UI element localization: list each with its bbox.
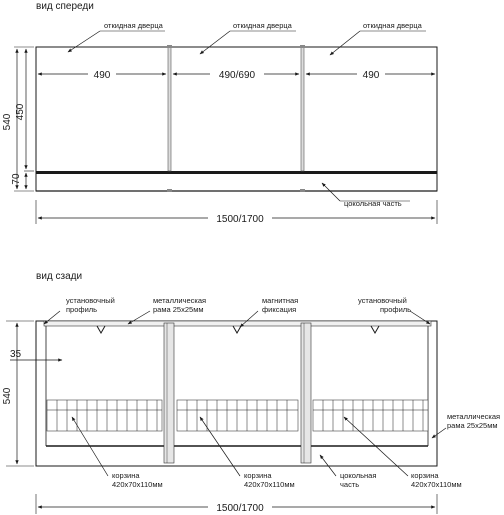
- frame-post-right: [300, 322, 312, 464]
- plinth-back-line1: цокольная: [340, 471, 376, 480]
- frame-top-leader: [127, 310, 151, 325]
- door-label-center: откидная дверца: [233, 21, 293, 30]
- door-label-left-leader: [67, 30, 101, 53]
- plinth-label: цокольная часть: [344, 199, 402, 208]
- door-label-right: откидная дверца: [363, 21, 423, 30]
- basket-left-line2: 420x70x110мм: [112, 480, 163, 489]
- basket-right-leader: [343, 416, 409, 477]
- frame-top-line1: металлическая: [153, 296, 206, 305]
- foot-left: [167, 189, 172, 192]
- dim-door-right: 490: [363, 70, 380, 81]
- dim-bg-total: [208, 212, 272, 223]
- basket-right-line1: корзина: [411, 471, 439, 480]
- door-label-right-leader: [329, 30, 361, 56]
- dim-height-plinth: 70: [11, 173, 22, 185]
- door-label-left: откидная дверца: [104, 21, 164, 30]
- dim-offset: 35: [10, 349, 22, 360]
- back-view: вид сзади: [2, 271, 500, 514]
- plinth-back-line2: часть: [340, 480, 359, 489]
- basket-left-line1: корзина: [112, 471, 140, 480]
- basket-right: [312, 399, 429, 432]
- dim-bg-back-total: [208, 501, 272, 512]
- dim-bg-right: [357, 68, 385, 79]
- profile-right-leader: [409, 310, 431, 325]
- door-divider-right: [300, 46, 305, 172]
- profile-left-line2: профиль: [66, 305, 97, 314]
- magnet-line2: фиксация: [262, 305, 296, 314]
- basket-center-leader: [199, 416, 241, 477]
- hinge-top-left: [167, 45, 172, 48]
- magnet-icon-right: [370, 325, 380, 335]
- dim-door-left: 490: [94, 70, 111, 81]
- frame-post-left: [163, 322, 175, 464]
- dim-height-total: 540: [2, 113, 13, 130]
- basket-left-leader: [71, 416, 109, 477]
- dim-back-total-width: 1500/1700: [216, 503, 264, 514]
- frame-right-line1: металлическая: [447, 412, 500, 421]
- basket-center-line1: корзина: [244, 471, 272, 480]
- frame-top-line2: рама 25x25мм: [153, 305, 204, 314]
- magnet-icon-center: [232, 325, 242, 335]
- magnet-icon-left: [96, 325, 106, 335]
- basket-center: [176, 399, 299, 432]
- dim-back-height: 540: [2, 387, 13, 404]
- plinth-label-leader: [321, 182, 341, 202]
- frame-right-line2: рама 25x25мм: [447, 421, 498, 430]
- plinth-back-leader: [319, 454, 337, 477]
- foot-right: [300, 189, 305, 192]
- dim-total-width: 1500/1700: [216, 214, 264, 225]
- front-view-title: вид спереди: [36, 1, 94, 12]
- door-label-center-leader: [199, 30, 231, 55]
- profile-left-leader: [43, 310, 61, 325]
- magnet-leader: [239, 310, 259, 328]
- basket-center-line2: 420x70x110мм: [244, 480, 295, 489]
- hinge-top-right: [300, 45, 305, 48]
- profile-right-line2: профиль: [380, 305, 411, 314]
- basket-left: [46, 399, 163, 432]
- magnet-line1: магнитная: [262, 296, 298, 305]
- front-view: вид спереди откидная дверца откидная две…: [2, 1, 438, 225]
- dim-door-center: 490/690: [219, 70, 256, 81]
- plinth-top-band: [36, 171, 437, 174]
- profile-left-line1: установочный: [66, 296, 115, 305]
- dim-bg-left: [88, 68, 116, 79]
- back-cabinet-outline: [35, 320, 438, 467]
- back-view-title: вид сзади: [36, 271, 82, 282]
- dim-bg-center: [210, 68, 264, 79]
- mounting-rail-top: [43, 320, 432, 327]
- frame-right-leader: [431, 427, 447, 439]
- profile-right-line1: установочный: [358, 296, 407, 305]
- basket-right-line2: 420x70x110мм: [411, 480, 462, 489]
- door-divider-left: [167, 46, 172, 172]
- dim-height-doors: 450: [15, 103, 26, 120]
